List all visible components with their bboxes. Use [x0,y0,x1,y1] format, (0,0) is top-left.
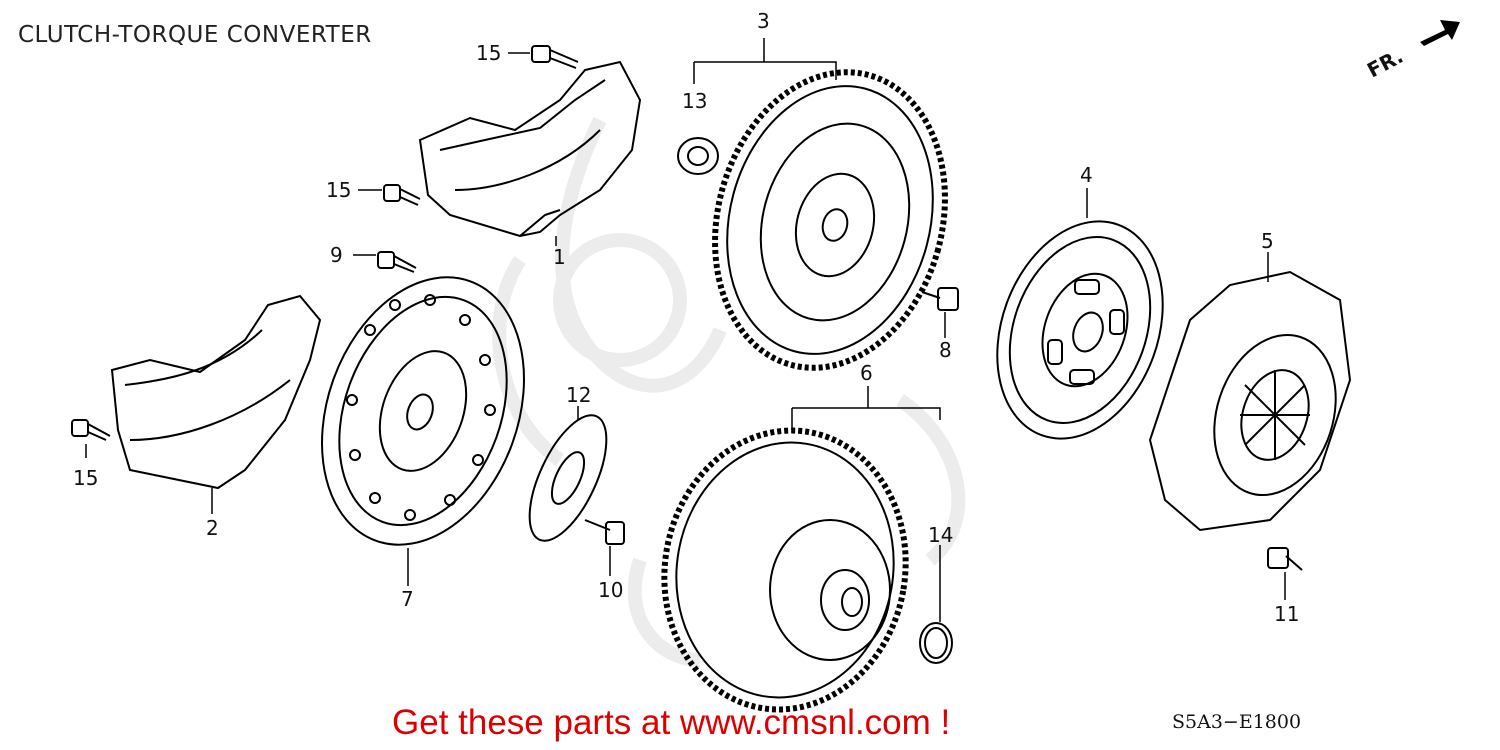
callout-15-top: 15 [476,41,501,65]
flywheel-3[interactable] [683,46,977,394]
leader-lines [85,38,1286,622]
clutch-disc-4[interactable] [968,198,1191,462]
callout-8: 8 [939,338,952,362]
callout-1: 1 [553,245,566,269]
callout-5: 5 [1261,229,1274,253]
bolt-11[interactable] [1267,547,1303,571]
callout-3: 3 [757,9,770,33]
o-ring-14[interactable] [919,622,953,664]
front-marker-label: FR. [1363,44,1407,83]
callout-7: 7 [401,587,414,611]
bolt-9[interactable] [377,251,417,273]
page-title: CLUTCH-TORQUE CONVERTER [18,22,372,48]
callout-2: 2 [206,516,219,540]
bearing-13[interactable] [677,137,719,175]
bolt-8[interactable] [921,287,959,311]
dust-cover-1[interactable] [418,60,642,238]
watermark-logo [492,116,966,667]
drive-plate-7[interactable] [287,249,560,573]
bolt-10[interactable] [584,519,625,545]
callout-9: 9 [330,243,343,267]
callout-15-lower: 15 [73,466,98,490]
callout-15-middle: 15 [326,178,351,202]
callout-labels: 1 2 3 4 5 6 7 8 9 10 11 12 13 14 15 15 1… [73,9,1407,626]
callout-13: 13 [682,89,707,113]
callout-4: 4 [1080,163,1093,187]
bolt-15-top[interactable] [531,45,579,69]
plate-12[interactable] [514,405,622,552]
front-arrow-icon [1420,20,1460,46]
promo-link-text[interactable]: Get these parts at www.cmsnl.com ! [392,703,951,742]
torque-converter-6[interactable] [643,411,928,728]
bolt-15-lower[interactable] [71,419,111,441]
callout-10: 10 [598,578,623,602]
diagram-code: S5A3−E1800 [1172,711,1302,733]
bolt-15-middle[interactable] [383,184,421,206]
callout-11: 11 [1274,602,1299,626]
pressure-plate-5[interactable] [1148,270,1356,532]
callout-14: 14 [928,523,953,547]
callout-12: 12 [566,383,591,407]
callout-6: 6 [860,361,873,385]
dust-cover-2[interactable] [110,294,322,490]
